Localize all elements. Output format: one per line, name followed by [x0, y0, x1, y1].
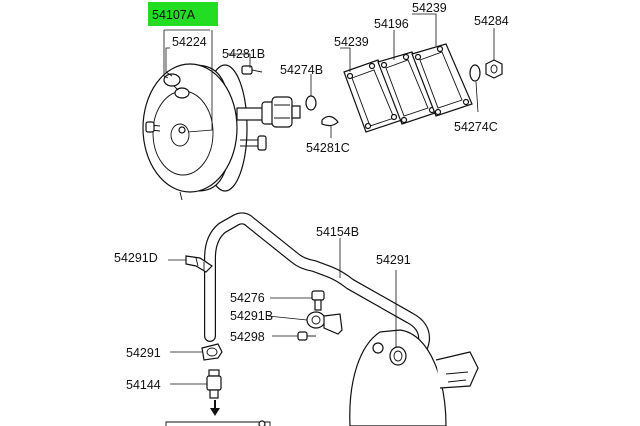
label-54276: 54276 — [230, 291, 265, 305]
leader-lines — [163, 13, 495, 385]
label-54281b: 54281B — [222, 47, 265, 61]
label-54291-right: 54291 — [376, 253, 411, 267]
label-54239-front: 54239 — [334, 35, 369, 49]
clamp-54291-left[interactable] — [201, 343, 223, 361]
label-54291d: 54291D — [114, 251, 158, 265]
washer-54274b[interactable] — [305, 95, 317, 111]
label-54281c: 54281C — [306, 141, 350, 155]
flow-arrow-icon — [210, 400, 220, 416]
clamp-54291-right[interactable] — [389, 346, 407, 366]
label-54274b: 54274B — [280, 63, 323, 77]
label-54298: 54298 — [230, 330, 265, 344]
bolt-54298[interactable] — [297, 331, 316, 341]
nut-54284[interactable] — [485, 59, 503, 79]
label-54196: 54196 — [374, 17, 409, 31]
label-54291-left: 54291 — [126, 346, 161, 360]
label-54239-rear: 54239 — [412, 1, 447, 15]
vacuum-hose-54154b[interactable] — [204, 212, 431, 376]
crop-box — [165, 421, 271, 426]
gasket-54239-front[interactable] — [343, 59, 403, 133]
label-54154b: 54154B — [316, 225, 359, 239]
brake-booster-lower[interactable] — [349, 329, 479, 426]
label-54291b: 54291B — [230, 309, 273, 323]
highlight-box — [148, 2, 218, 26]
brake-booster[interactable] — [142, 63, 301, 201]
washer-54274c[interactable] — [469, 64, 481, 82]
gasket-54239-rear[interactable] — [411, 43, 473, 117]
clamp-54291d[interactable] — [185, 255, 213, 273]
bolt-54276[interactable] — [311, 290, 325, 311]
check-valve-54144[interactable] — [206, 369, 222, 399]
label-54284: 54284 — [474, 14, 509, 28]
clip-54281c[interactable] — [321, 115, 339, 127]
clamp-bracket-54291b[interactable] — [306, 311, 343, 335]
label-54144: 54144 — [126, 378, 161, 392]
bolt-54281b[interactable] — [241, 65, 263, 75]
label-54224: 54224 — [172, 35, 207, 49]
label-54274c: 54274C — [454, 120, 498, 134]
label-54107a: 54107A — [152, 8, 196, 22]
